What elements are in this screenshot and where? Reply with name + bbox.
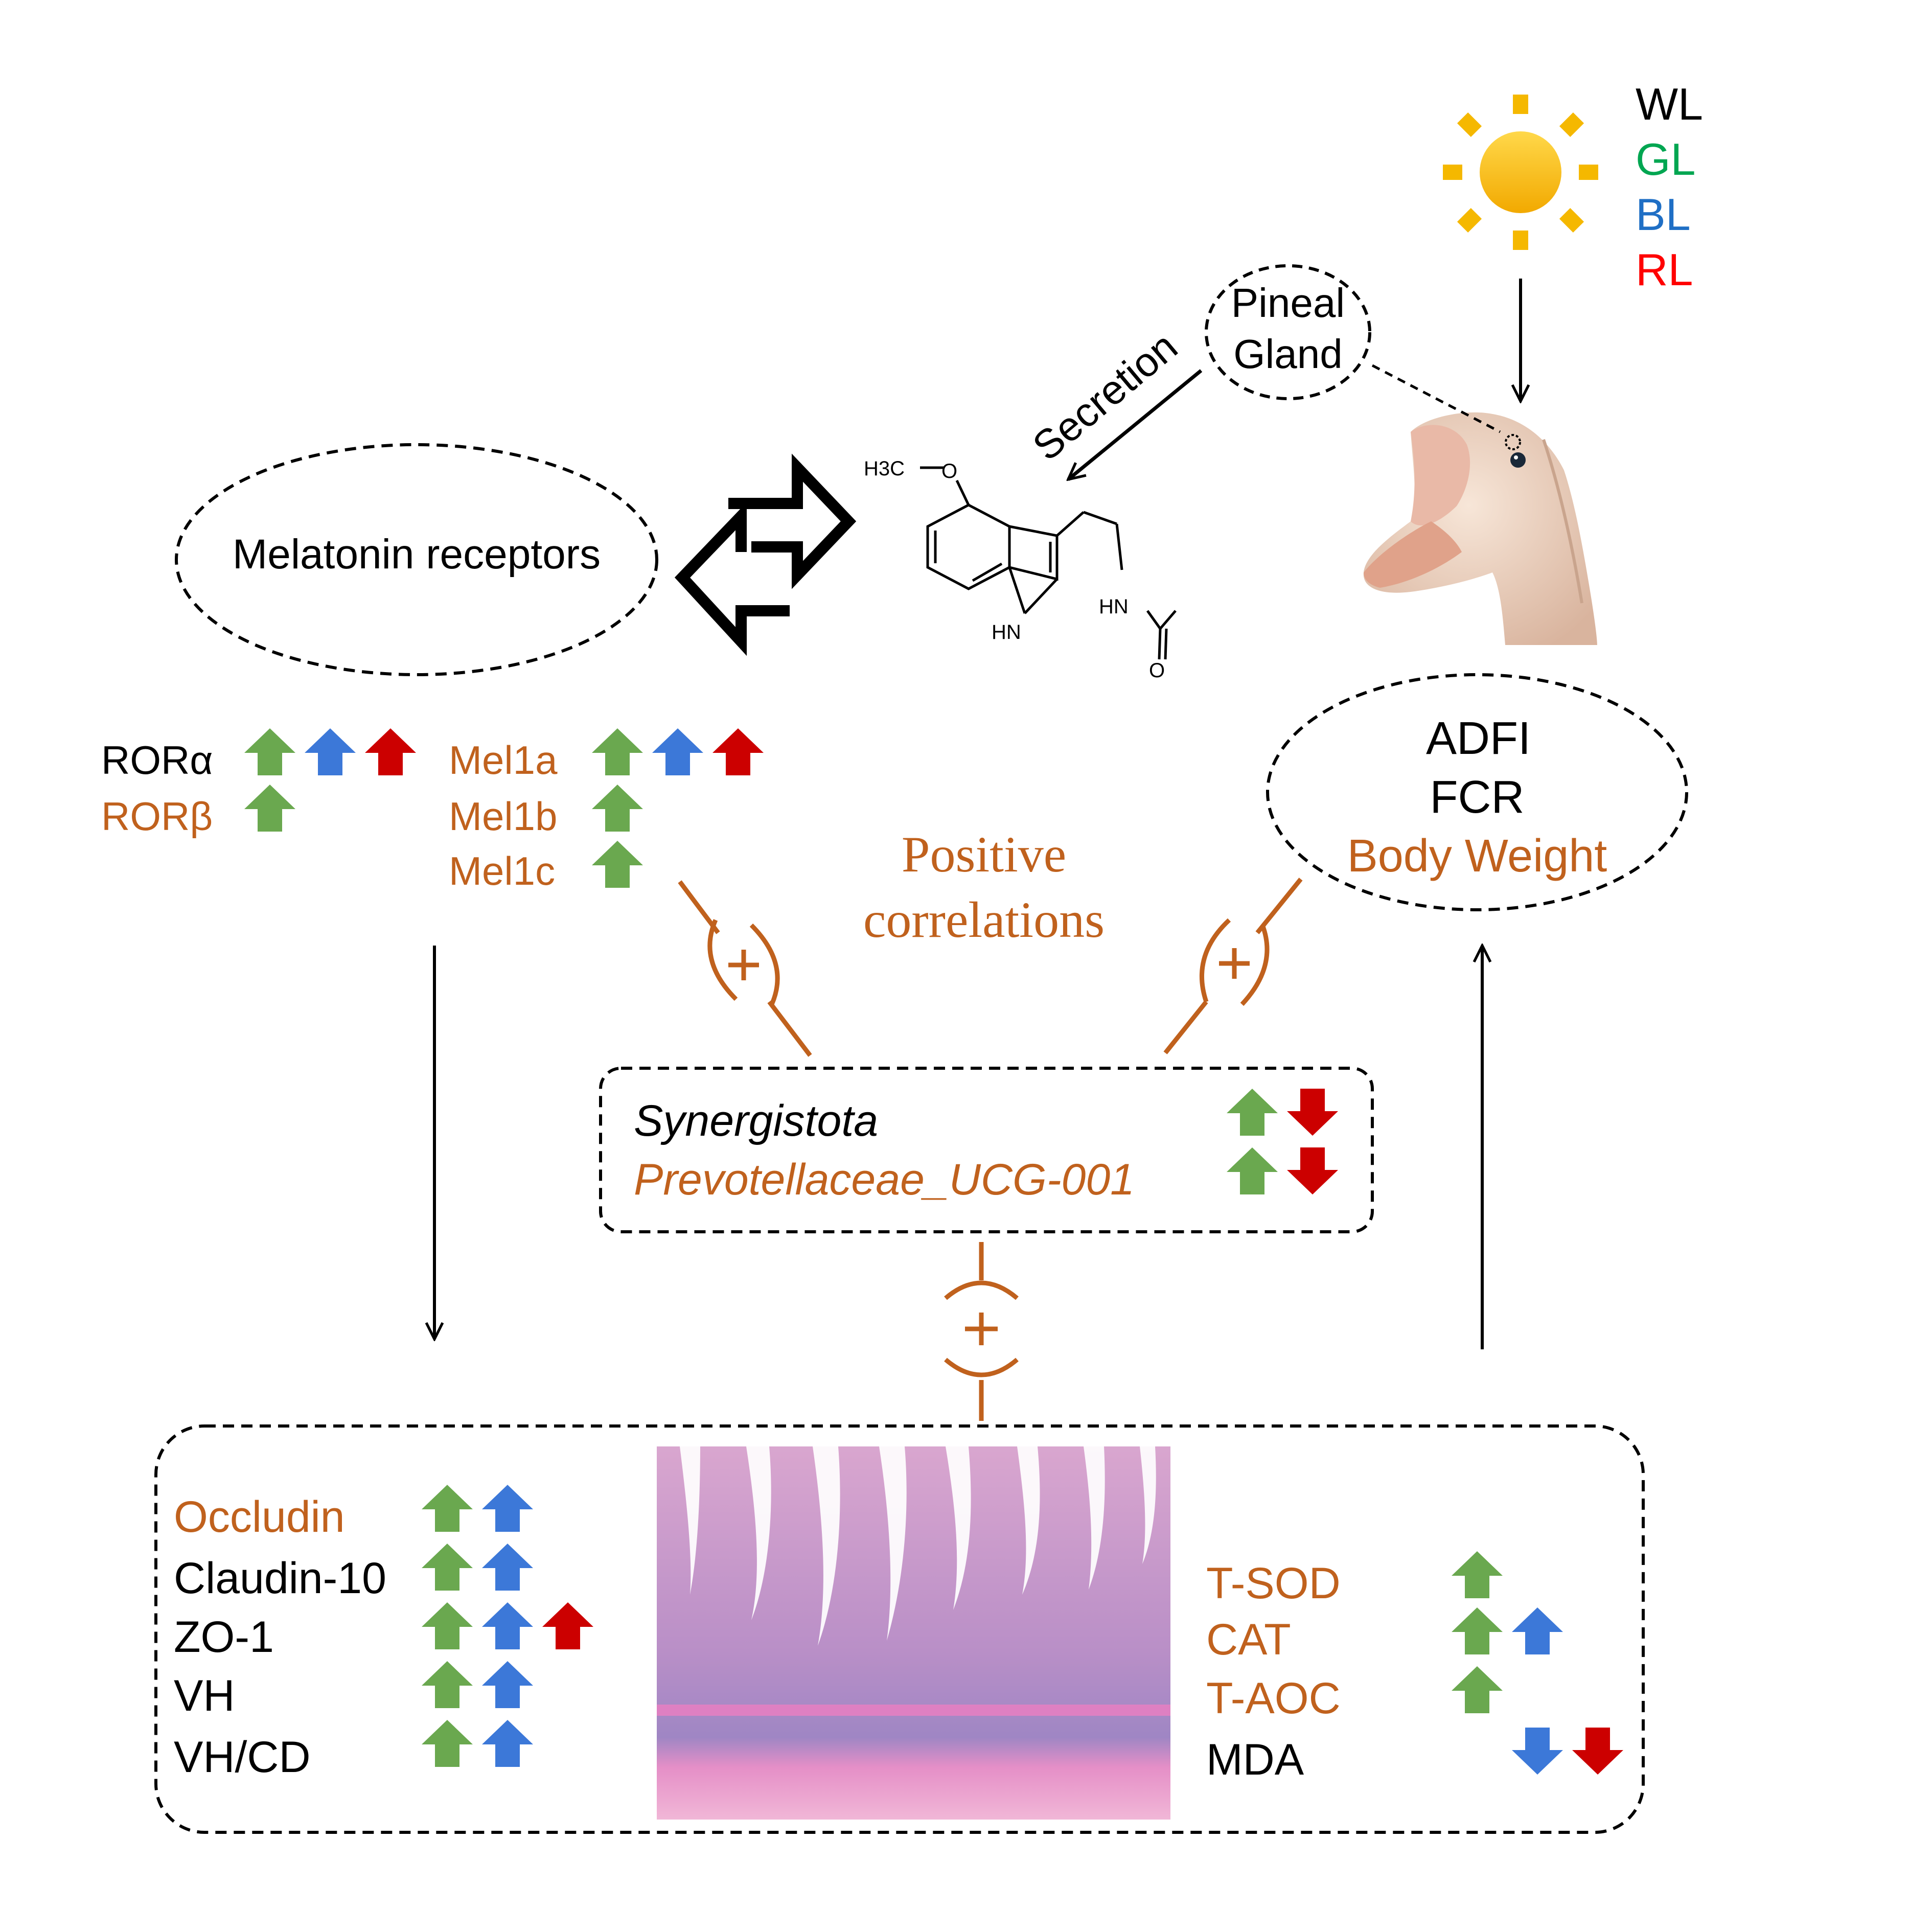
antioxidant-1-arrow-up-blue-icon [1512,1607,1563,1654]
antioxidant-1-arrow-up-green-icon [1452,1607,1503,1654]
pineal-link [1371,364,1501,433]
barrier-label-occludin: Occludin [174,1492,345,1542]
microbe-0-arrow-down-red-icon [1287,1089,1338,1136]
antioxidant-label-cat: CAT [1206,1615,1291,1664]
positive-label-line1: Positive [902,826,1066,883]
gene-label-rora: RORα [101,738,213,783]
light-label-rl: RL [1636,244,1693,295]
microbe-label-synergistota: Synergistota [634,1096,879,1145]
barrier-2-arrow-up-blue-icon [482,1602,533,1649]
correlation-connector-bottom [944,1242,1019,1421]
barrier-3-arrow-up-blue-icon [482,1661,533,1708]
light-label-wl: WL [1636,79,1703,129]
performance-fcr: FCR [1430,772,1525,823]
sun-icon [1443,95,1598,250]
gene-label-mel1a: Mel1a [449,738,558,783]
barrier-1-arrow-up-green-icon [422,1544,473,1591]
performance-ellipse [1266,673,1688,911]
microbiota-box [599,1067,1374,1233]
microbe-label-prevotellaceae: Prevotellaceae_UCG-001 [634,1155,1135,1204]
gene-label-mel1b: Mel1b [449,794,558,839]
carbonyl-o-label: O [1149,659,1165,682]
microbe-1-arrow-down-red-icon [1287,1147,1338,1194]
antioxidant-label-mda: MDA [1206,1735,1304,1784]
barrier-0-arrow-up-blue-icon [482,1485,533,1532]
mel-1-arrow-up-green-icon [592,785,643,832]
performance-adfi: ADFI [1426,713,1531,764]
ether-o-label: O [941,460,957,482]
goose-head-image [1363,412,1597,645]
exchange-arrows-icon [674,453,857,656]
positive-label-line2: correlations [863,891,1105,948]
antioxidant-3-arrow-down-blue-icon [1512,1728,1563,1775]
barrier-label-vh: VH [174,1671,235,1720]
barrier-2-arrow-up-red-icon [542,1602,593,1649]
pineal-label-line1: Pineal [1231,280,1345,326]
receptors-ellipse [175,443,658,676]
correlation-connector-right [1163,878,1303,1054]
antioxidant-label-taoc: T-AOC [1206,1674,1341,1723]
correlation-connector-left [678,880,812,1057]
light-label-bl: BL [1636,189,1691,240]
intestine-histology-image [657,1446,1170,1820]
mel-0-arrow-up-green-icon [592,728,643,775]
regulation-arrows [244,728,1623,1775]
gene-label-mel1c: Mel1c [449,848,556,893]
secretion-arrow [1068,369,1203,479]
methoxy-label: H3C [864,457,905,480]
barrier-1-arrow-up-blue-icon [482,1544,533,1591]
barrier-3-arrow-up-green-icon [422,1661,473,1708]
ring-nh-label: HN [992,621,1021,643]
antioxidant-3-arrow-down-red-icon [1572,1728,1623,1775]
mel-0-arrow-up-blue-icon [652,728,703,775]
performance-body-weight: Body Weight [1347,831,1607,882]
light-label-gl: GL [1636,134,1696,185]
barrier-label-claudin10: Claudin-10 [174,1554,386,1603]
pineal-marker [1505,434,1521,450]
antioxidant-label-tsod: T-SOD [1206,1559,1341,1608]
antioxidant-2-arrow-up-green-icon [1452,1666,1503,1713]
amide-nh-label: HN [1099,595,1129,618]
mel-0-arrow-up-red-icon [712,728,764,775]
barrier-4-arrow-up-blue-icon [482,1720,533,1767]
gut-box [154,1424,1645,1834]
ror-0-arrow-up-green-icon [244,728,295,775]
barrier-0-arrow-up-green-icon [422,1485,473,1532]
barrier-label-vhcd: VH/CD [174,1733,311,1782]
ror-0-arrow-up-blue-icon [305,728,356,775]
receptors-label: Melatonin receptors [233,531,601,578]
ror-0-arrow-up-red-icon [365,728,416,775]
pineal-gland-ellipse [1205,264,1371,400]
microbe-0-arrow-up-green-icon [1227,1089,1278,1136]
mel-2-arrow-up-green-icon [592,841,643,888]
gene-label-rorb: RORβ [101,794,213,839]
barrier-2-arrow-up-green-icon [422,1602,473,1649]
microbe-1-arrow-up-green-icon [1227,1147,1278,1194]
barrier-4-arrow-up-green-icon [422,1720,473,1767]
pineal-label-line2: Gland [1233,331,1342,377]
melatonin-molecule [920,466,1177,660]
antioxidant-0-arrow-up-green-icon [1452,1551,1503,1598]
barrier-label-zo1: ZO-1 [174,1613,274,1662]
ror-1-arrow-up-green-icon [244,785,295,832]
